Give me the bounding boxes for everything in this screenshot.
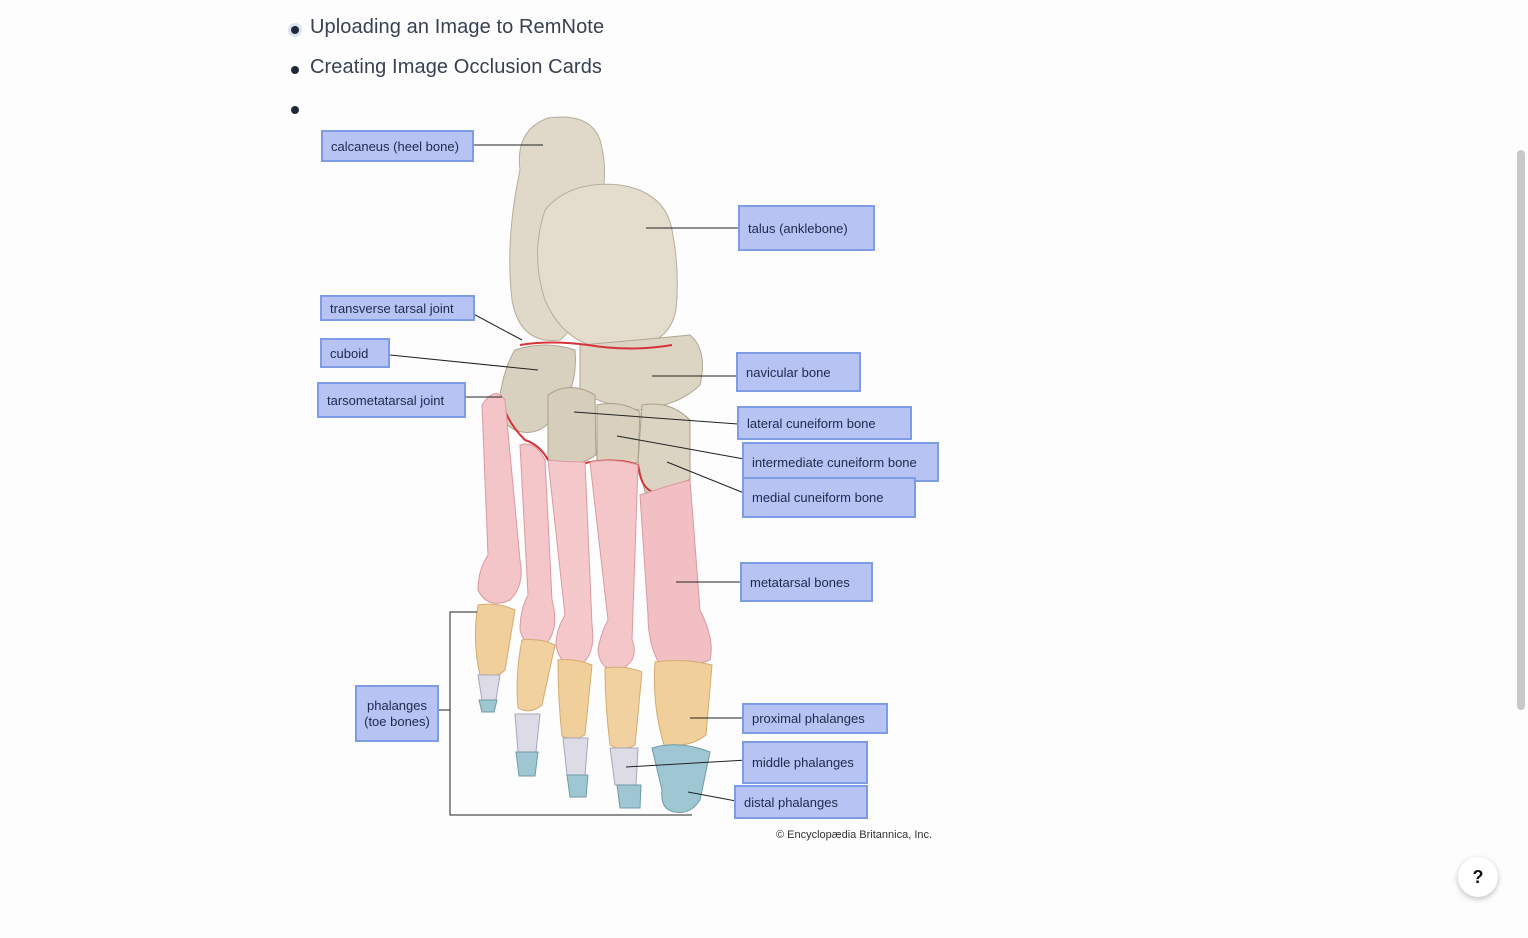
metatarsal-3 bbox=[547, 459, 594, 666]
occlusion-label-phalanges[interactable]: phalanges (toe bones) bbox=[355, 685, 439, 742]
talus-bone bbox=[537, 183, 678, 346]
occlusion-label-lateral-cuneiform[interactable]: lateral cuneiform bone bbox=[737, 406, 912, 440]
middle-phalanx-5 bbox=[477, 674, 501, 701]
proximal-phalanx-5 bbox=[474, 603, 516, 678]
image-credit: © Encyclopædia Britannica, Inc. bbox=[776, 829, 933, 841]
occlusion-label-navicular[interactable]: navicular bone bbox=[736, 352, 861, 392]
bullet-text[interactable]: Creating Image Occlusion Cards bbox=[310, 56, 603, 78]
middle-phalanx-4 bbox=[514, 713, 541, 753]
distal-phalanx-4 bbox=[515, 751, 539, 777]
occlusion-label-tarsometatarsal-joint[interactable]: tarsometatarsal joint bbox=[317, 382, 466, 418]
occlusion-label-medial-cuneiform[interactable]: medial cuneiform bone bbox=[742, 477, 916, 518]
bullet-dot-icon[interactable] bbox=[291, 66, 299, 74]
lateral-cuneiform-bone bbox=[547, 387, 597, 465]
occlusion-label-talus[interactable]: talus (anklebone) bbox=[738, 205, 875, 251]
help-button[interactable]: ? bbox=[1458, 857, 1498, 897]
phalanges-label-line2: (toe bones) bbox=[364, 713, 430, 729]
occlusion-label-metatarsal[interactable]: metatarsal bones bbox=[740, 562, 873, 602]
bullet-dot-icon[interactable] bbox=[291, 106, 299, 114]
proximal-phalanx-3 bbox=[557, 659, 593, 740]
transverse-tarsal-joint-line bbox=[519, 341, 673, 350]
middle-phalanx-3 bbox=[562, 737, 589, 776]
occlusion-label-intermediate-cuneiform[interactable]: intermediate cuneiform bone bbox=[742, 442, 939, 482]
occlusion-label-cuboid[interactable]: cuboid bbox=[320, 338, 390, 368]
metatarsal-1 bbox=[639, 479, 712, 667]
vertical-scrollbar[interactable] bbox=[1517, 150, 1525, 710]
intermediate-cuneiform-bone bbox=[596, 403, 641, 466]
bullet-text[interactable]: Uploading an Image to RemNote bbox=[310, 16, 605, 38]
distal-phalanx-3 bbox=[566, 774, 589, 798]
occlusion-label-proximal-phalanges[interactable]: proximal phalanges bbox=[742, 703, 888, 734]
occlusion-label-transverse-tarsal-joint[interactable]: transverse tarsal joint bbox=[320, 295, 475, 321]
metatarsal-5 bbox=[477, 393, 522, 604]
distal-phalanx-1 bbox=[651, 744, 711, 813]
proximal-phalanx-1 bbox=[653, 660, 713, 746]
distal-phalanx-2 bbox=[616, 784, 642, 809]
bullet-dot-icon[interactable] bbox=[288, 23, 302, 37]
proximal-phalanx-2 bbox=[604, 666, 643, 749]
occlusion-label-distal-phalanges[interactable]: distal phalanges bbox=[734, 785, 868, 819]
help-icon: ? bbox=[1472, 866, 1484, 887]
occlusion-label-calcaneus[interactable]: calcaneus (heel bone) bbox=[321, 130, 474, 162]
proximal-phalanx-4 bbox=[516, 639, 556, 712]
occlusion-label-middle-phalanges[interactable]: middle phalanges bbox=[742, 741, 868, 784]
distal-phalanx-5 bbox=[478, 699, 498, 713]
phalanges-label-line1: phalanges bbox=[367, 697, 427, 713]
leader-lines bbox=[389, 144, 748, 816]
metatarsal-2 bbox=[589, 460, 639, 671]
